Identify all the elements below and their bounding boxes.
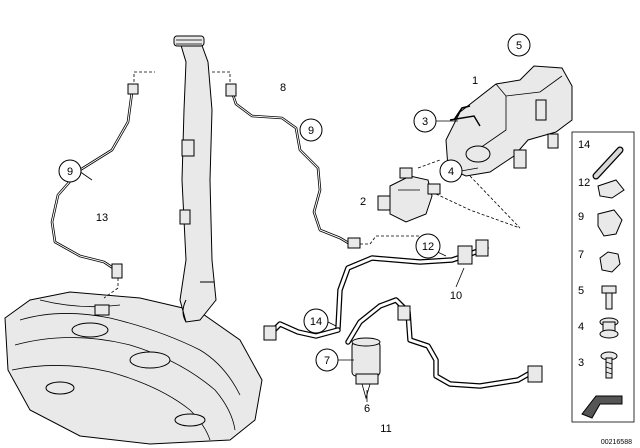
callout-14-label: 14 [310,316,322,328]
callout-4-label: 4 [448,166,454,178]
clip-icon [597,179,625,199]
callout-7-label: 7 [324,355,330,367]
panel-label-14: 14 [578,139,590,151]
callout-9-right-label: 9 [308,125,314,137]
vent-line-8 [212,71,430,249]
callout-7: 7 [315,348,339,372]
callout-9-left: 9 [58,159,82,183]
line-11 [345,297,543,389]
callout-1-label: 1 [472,75,478,87]
filler-neck [173,35,217,323]
hose-10 [335,239,489,331]
callout-6-label: 6 [364,403,370,415]
callout-13-label: 13 [96,212,108,224]
callout-2-label: 2 [360,196,366,208]
callout-12: 12 [415,233,441,259]
panel-label-7: 7 [578,249,584,261]
callout-3-label: 3 [422,116,428,128]
callout-14: 14 [303,308,329,334]
purge-valve-2 [377,159,521,229]
bolt-head-icon [601,285,617,294]
callout-5: 5 [507,33,531,57]
bolt-shank-icon [605,292,613,310]
bracket-clip-icon [597,209,623,237]
panel-label-3: 3 [578,357,584,369]
vent-line-13 [50,71,155,299]
leak-pump-6 [351,337,381,400]
panel-label-5: 5 [578,285,584,297]
callout-11-label: 11 [380,423,391,435]
callout-5-label: 5 [516,40,522,52]
callout-12-label: 12 [422,241,434,253]
callout-9-right: 9 [299,118,323,142]
fuel-tank [4,291,263,445]
diagram-code: 00216588 [601,439,632,446]
hose-14 [263,321,341,341]
panel-label-9: 9 [578,211,584,223]
nut-icon [599,251,621,273]
direction-arrow-icon [581,395,623,419]
panel-label-12: 12 [578,177,590,189]
callout-8-label: 8 [280,82,286,94]
charcoal-canister [445,65,573,177]
panel-label-4: 4 [578,321,584,333]
callout-10-label: 10 [450,290,462,302]
callout-9-left-label: 9 [67,166,73,178]
callout-4: 4 [439,159,463,183]
callout-3: 3 [413,109,437,133]
parts-panel: 14 12 9 7 5 4 3 [571,131,635,423]
